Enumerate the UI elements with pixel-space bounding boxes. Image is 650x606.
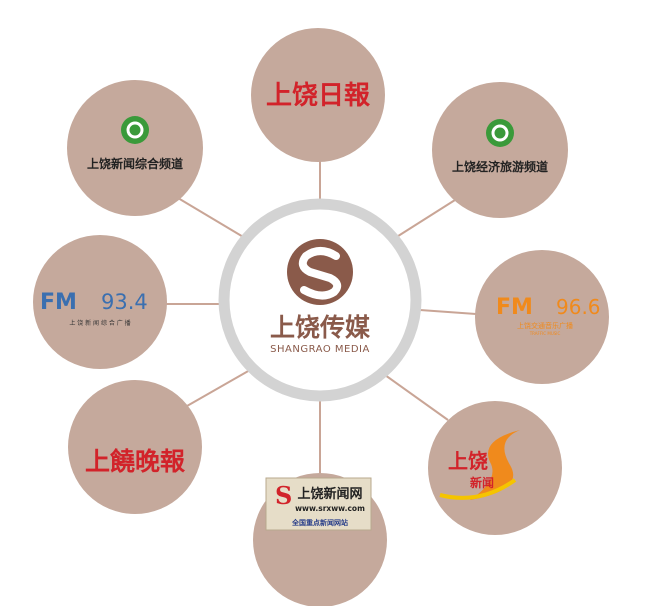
news-site-logo — [265, 477, 372, 531]
bottom-left-label: 上饒晚報 — [85, 447, 186, 476]
connector-right — [419, 309, 477, 315]
bottom-tag: 全国重点新闻网站 — [291, 518, 348, 527]
left-sub: 上 饶 新 闻 综 合 广 播 — [69, 319, 130, 327]
right-fm: FM — [496, 295, 533, 320]
right-sub2: TRAFFIC MUSIC — [529, 331, 561, 336]
center-logo: 上饶传媒 SHANGRAO MEDIA — [270, 239, 371, 355]
left-fm: FM — [40, 290, 77, 315]
bottom-url: www.srxww.com — [295, 504, 365, 513]
node-right[interactable] — [475, 250, 609, 384]
connector-top-right — [394, 199, 456, 239]
center-subtitle: SHANGRAO MEDIA — [270, 344, 370, 355]
left-freq: 93.4 — [101, 290, 148, 314]
top-left-label: 上饶新闻综合频道 — [87, 156, 183, 171]
news-swoosh-icon — [470, 430, 520, 500]
channel-logo-icon — [121, 116, 149, 144]
connector-bottom-right — [384, 374, 449, 421]
bottom-right-sub: 新闻 — [470, 475, 494, 490]
connector-top-left — [177, 197, 246, 239]
node-top[interactable] — [251, 28, 385, 162]
node-top-right[interactable] — [432, 82, 568, 218]
node-bottom-left[interactable] — [68, 380, 202, 514]
connectors — [166, 160, 477, 473]
channel-logo-icon — [486, 119, 514, 147]
news-s-icon: S — [275, 481, 292, 510]
news-swoosh-yellow — [439, 478, 517, 500]
center-title: 上饶传媒 — [270, 313, 371, 342]
node-left[interactable] — [33, 235, 167, 369]
node-top-left[interactable] — [67, 80, 203, 216]
top-right-label: 上饶经济旅游频道 — [452, 159, 548, 174]
top-label: 上饶日報 — [266, 81, 371, 111]
bottom-right-title: 上饶 — [448, 449, 488, 473]
connector-bottom-left — [179, 369, 251, 411]
right-sub: 上饶交通音乐广播 — [517, 321, 573, 330]
right-freq: 96.6 — [556, 295, 601, 319]
bottom-title: 上饶新闻网 — [297, 486, 362, 502]
